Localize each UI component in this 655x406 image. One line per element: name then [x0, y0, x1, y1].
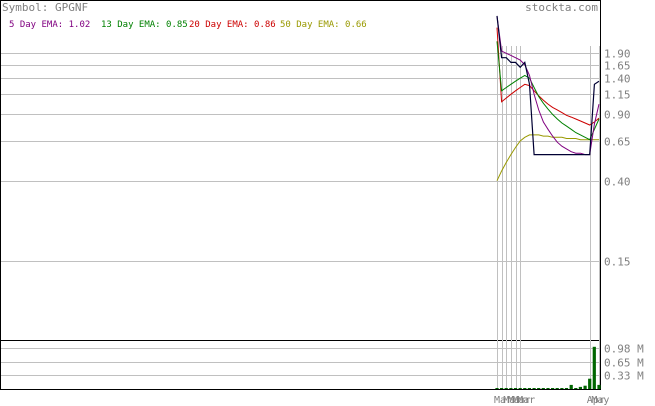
legend-entry: 50 Day EMA: 0.66 — [280, 20, 367, 30]
volume-bar — [574, 388, 578, 389]
volume-bar — [569, 384, 573, 389]
volume-bar — [504, 388, 508, 389]
volume-bar — [518, 388, 522, 389]
price-tick-label: 1.40 — [604, 73, 631, 86]
legend-entry: 13 Day EMA: 0.85 — [101, 20, 188, 30]
volume-bar — [597, 384, 601, 389]
legend-entry: 20 Day EMA: 0.86 — [189, 20, 276, 30]
price-tick-label: 0.15 — [604, 256, 631, 269]
series-layer — [496, 15, 600, 181]
ema5-line — [496, 15, 600, 156]
price-tick-label: 1.15 — [604, 89, 631, 102]
price-axis-labels: 1.901.651.40 1.15 0.90 0.65 0.40 0.15 — [604, 48, 631, 269]
volume-tick-label: 0.98 M — [604, 343, 644, 356]
volume-bars — [495, 346, 601, 389]
volume-bar — [560, 388, 564, 389]
watermark: stockta.com — [525, 1, 598, 14]
date-tick-label: Apr — [587, 395, 605, 406]
price-line — [496, 15, 600, 156]
date-tick-label: May — [591, 395, 609, 406]
volume-axis-labels: 0.98 M0.65 M0.33 M — [604, 343, 644, 383]
volume-bar — [588, 378, 592, 389]
ema50-line — [496, 134, 599, 181]
date-tick-label: Mar — [517, 395, 535, 406]
volume-bar — [509, 388, 513, 389]
volume-panel — [0, 340, 601, 390]
volume-bar — [583, 385, 587, 389]
price-tick-label: 1.65 — [604, 60, 631, 73]
volume-bar — [527, 388, 531, 389]
volume-bar — [564, 388, 569, 389]
volume-bar — [523, 388, 527, 389]
volume-bar — [555, 388, 559, 389]
price-tick-label: 1.90 — [604, 48, 631, 61]
x-grid — [497, 46, 600, 389]
volume-bar — [546, 388, 550, 389]
symbol-label: Symbol: GPGNF — [2, 1, 88, 14]
volume-tick-label: 0.65 M — [604, 357, 644, 370]
volume-tick-label: 0.33 M — [604, 370, 644, 383]
volume-bar — [495, 388, 499, 389]
volume-bar — [537, 388, 541, 389]
price-tick-label: 0.40 — [604, 176, 631, 189]
volume-bar — [541, 388, 545, 389]
price-tick-label: 0.90 — [604, 109, 631, 122]
date-tick-label: Mar — [503, 395, 521, 406]
volume-grid — [1, 348, 600, 376]
volume-bar — [592, 346, 596, 389]
date-tick-label: Mar — [494, 395, 512, 406]
volume-bar — [578, 386, 582, 389]
legend-entry: 5 Day EMA: 1.02 — [9, 20, 90, 30]
volume-bar — [532, 388, 536, 389]
price-grid — [1, 53, 600, 262]
ema13-line — [496, 41, 600, 141]
date-tick-label: Mar — [508, 395, 526, 406]
volume-bar — [513, 388, 518, 389]
date-tick-label: Mar — [513, 395, 531, 406]
price-panel — [0, 0, 601, 341]
ema20-line — [496, 27, 600, 126]
volume-bar — [551, 388, 555, 389]
price-tick-label: 0.65 — [604, 136, 631, 149]
volume-bar — [500, 388, 504, 389]
